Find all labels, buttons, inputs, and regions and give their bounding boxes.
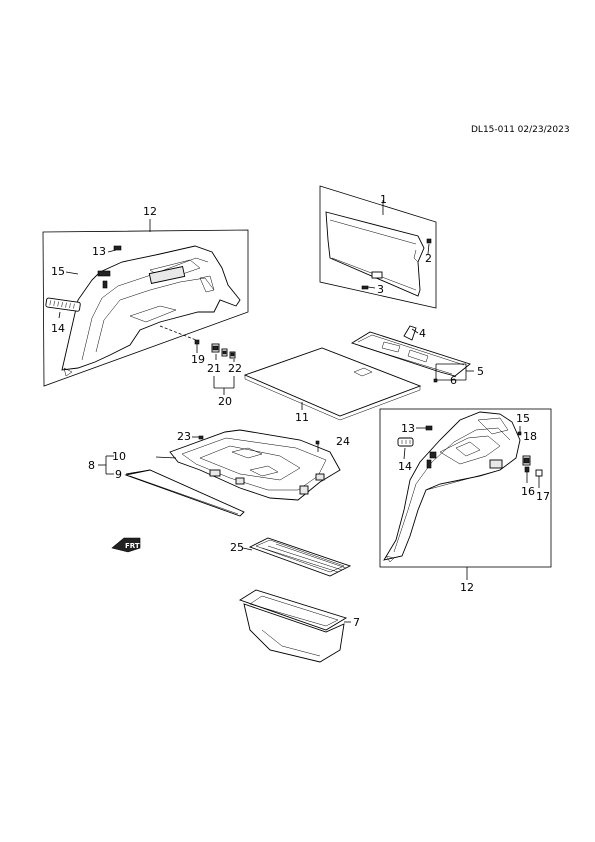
callout-13-left: 13 bbox=[92, 245, 106, 258]
left-quarter-trim-panel bbox=[61, 245, 241, 371]
callout-17: 17 bbox=[536, 490, 550, 503]
callout-4: 4 bbox=[419, 327, 426, 340]
callout-13-right: 13 bbox=[401, 422, 415, 435]
callout-16: 16 bbox=[521, 485, 535, 498]
floor-tray-assembly bbox=[98, 429, 341, 517]
right-quarter-trim-group bbox=[379, 408, 552, 580]
callout-12-right: 12 bbox=[460, 581, 474, 594]
callout-15-right: 15 bbox=[516, 412, 530, 425]
left-quarter-trim-group bbox=[42, 219, 249, 387]
callout-8: 8 bbox=[88, 459, 95, 472]
cargo-cover-frame bbox=[319, 185, 437, 309]
callout-6: 6 bbox=[450, 374, 457, 387]
callout-15-left: 15 bbox=[51, 265, 65, 278]
callout-25: 25 bbox=[230, 541, 244, 554]
right-quarter-trim-panel bbox=[383, 411, 521, 561]
callout-14-right: 14 bbox=[398, 460, 412, 473]
left-group-frame bbox=[42, 229, 249, 387]
callout-21: 21 bbox=[207, 362, 221, 375]
callout-7: 7 bbox=[353, 616, 360, 629]
clips-19-22 bbox=[194, 339, 236, 395]
callout-24: 24 bbox=[336, 435, 350, 448]
front-direction-indicator: FRT bbox=[111, 537, 141, 553]
load-floor-panel bbox=[243, 347, 422, 421]
storage-bin bbox=[238, 589, 351, 663]
callout-1: 1 bbox=[380, 193, 387, 206]
callout-3: 3 bbox=[377, 283, 384, 296]
callout-11: 11 bbox=[295, 411, 309, 424]
callout-2: 2 bbox=[425, 252, 432, 265]
callout-23: 23 bbox=[177, 430, 191, 443]
callout-22: 22 bbox=[228, 362, 242, 375]
callout-5: 5 bbox=[477, 365, 484, 378]
cargo-cover-group bbox=[319, 185, 437, 309]
cargo-cover-panel bbox=[325, 211, 425, 297]
callout-12-left: 12 bbox=[143, 205, 157, 218]
callout-14-left: 14 bbox=[51, 322, 65, 335]
right-group-frame bbox=[379, 408, 552, 568]
cargo-mat bbox=[242, 537, 352, 577]
left-vent-grille bbox=[45, 297, 81, 312]
callout-9: 9 bbox=[115, 468, 122, 481]
document-id: DL15-011 02/23/2023 bbox=[471, 125, 570, 135]
callout-19: 19 bbox=[191, 353, 205, 366]
rear-sill-plate bbox=[350, 325, 474, 383]
front-indicator-text: FRT bbox=[125, 542, 140, 550]
callout-10: 10 bbox=[112, 450, 126, 463]
callout-20: 20 bbox=[218, 395, 232, 408]
callout-18: 18 bbox=[523, 430, 537, 443]
